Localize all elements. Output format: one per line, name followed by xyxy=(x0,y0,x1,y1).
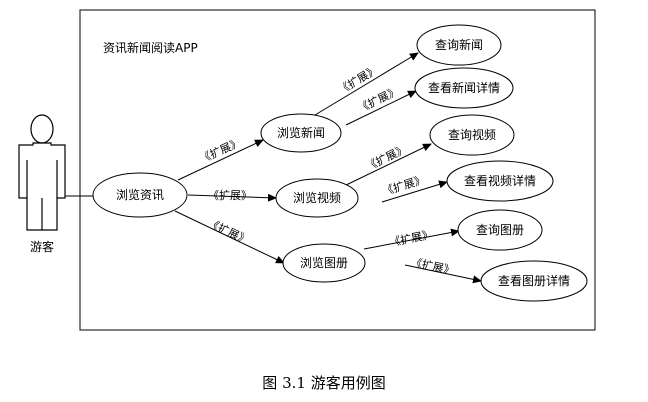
use-case-label-view-news-detail: 查看新闻详情 xyxy=(428,80,500,95)
use-case-view-video-detail xyxy=(446,160,554,202)
system-boundary xyxy=(79,9,596,331)
extend-arrow-search-album xyxy=(363,228,460,250)
actor-body xyxy=(18,142,66,231)
use-case-label-browse-video: 浏览视频 xyxy=(293,190,341,205)
extend-arrow-search-video xyxy=(343,143,432,187)
actor-label: 游客 xyxy=(30,239,54,254)
use-case-search-video xyxy=(429,114,515,156)
use-case-browse-news xyxy=(260,113,342,153)
use-case-label-browse-info: 浏览资讯 xyxy=(116,187,164,202)
use-case-label-search-video: 查询视频 xyxy=(448,127,496,142)
use-case-label-view-album-detail: 查看图册详情 xyxy=(498,273,570,288)
extend-label-browse-album: 《扩展》 xyxy=(206,216,252,247)
extend-arrow-search-news xyxy=(309,52,419,119)
extend-label-view-video-detail: 《扩展》 xyxy=(381,172,427,198)
extend-label-view-news-detail: 《扩展》 xyxy=(355,83,401,115)
system-title: 资讯新闻阅读APP xyxy=(103,40,198,55)
extend-arrow-browse-video xyxy=(187,193,277,202)
use-case-search-news xyxy=(416,24,502,66)
use-case-label-browse-news: 浏览新闻 xyxy=(277,125,325,140)
use-case-label-view-video-detail: 查看视频详情 xyxy=(464,173,536,188)
use-case-browse-album xyxy=(282,243,366,283)
actor-visitor xyxy=(18,114,66,231)
actor-head xyxy=(30,114,54,144)
use-case-label-search-news: 查询新闻 xyxy=(435,37,483,52)
extend-label-browse-news: 《扩展》 xyxy=(197,135,243,166)
extend-arrow-view-album-detail xyxy=(404,264,482,284)
use-case-browse-video xyxy=(275,178,359,218)
extend-label-view-album-detail: 《扩展》 xyxy=(410,255,456,278)
extend-label-browse-video: 《扩展》 xyxy=(208,188,252,202)
figure-caption: 图 3.1 游客用例图 xyxy=(262,374,386,392)
extend-arrow-view-video-detail xyxy=(381,180,448,203)
use-case-diagram: 资讯新闻阅读APP 游客 《扩展》 《扩展》 《扩展》 《扩展》 《扩展》 《扩… xyxy=(18,9,596,331)
extend-arrow-view-news-detail xyxy=(345,90,417,126)
use-case-search-album xyxy=(457,209,543,251)
extend-arrow-browse-album xyxy=(174,210,285,264)
use-case-view-news-detail xyxy=(414,67,514,109)
use-case-label-browse-album: 浏览图册 xyxy=(300,255,348,270)
extend-arrow-browse-news xyxy=(177,139,264,181)
use-case-view-album-detail xyxy=(480,260,588,302)
extend-label-search-album: 《扩展》 xyxy=(388,227,434,249)
use-case-label-search-album: 查询图册 xyxy=(476,223,524,237)
use-case-browse-info xyxy=(92,172,188,218)
